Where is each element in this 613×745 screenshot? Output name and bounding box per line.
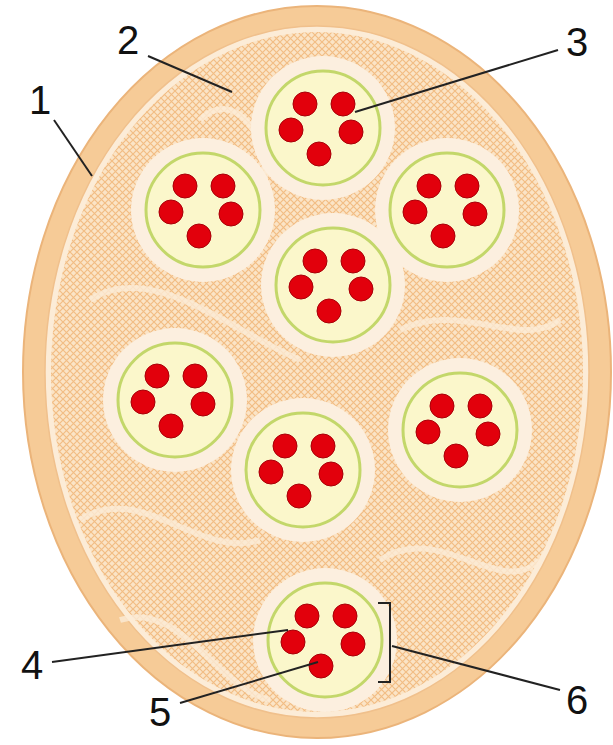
bundle bbox=[131, 138, 275, 282]
leader-line bbox=[180, 662, 318, 703]
inner-tissue-edge bbox=[45, 26, 589, 718]
inner-tissue bbox=[51, 32, 583, 712]
callout-number: 4 bbox=[21, 645, 43, 685]
callout-number: 1 bbox=[29, 80, 51, 120]
bundle bbox=[253, 568, 397, 712]
leader-line bbox=[54, 120, 92, 176]
callout-number: 2 bbox=[117, 20, 139, 60]
bracket bbox=[378, 603, 390, 682]
bundle bbox=[261, 213, 405, 357]
bundle bbox=[103, 328, 247, 472]
callout-number: 5 bbox=[149, 692, 171, 732]
outer-layer bbox=[23, 6, 611, 738]
leader-line bbox=[52, 630, 288, 662]
leader-line bbox=[355, 50, 558, 112]
leader-line bbox=[392, 646, 560, 690]
callout-number: 6 bbox=[566, 680, 588, 720]
bundle bbox=[251, 56, 395, 200]
leader-line bbox=[148, 56, 232, 92]
bundle bbox=[231, 398, 375, 542]
leader-lines bbox=[52, 50, 560, 703]
bundle bbox=[388, 358, 532, 502]
callout-number: 3 bbox=[566, 22, 588, 62]
